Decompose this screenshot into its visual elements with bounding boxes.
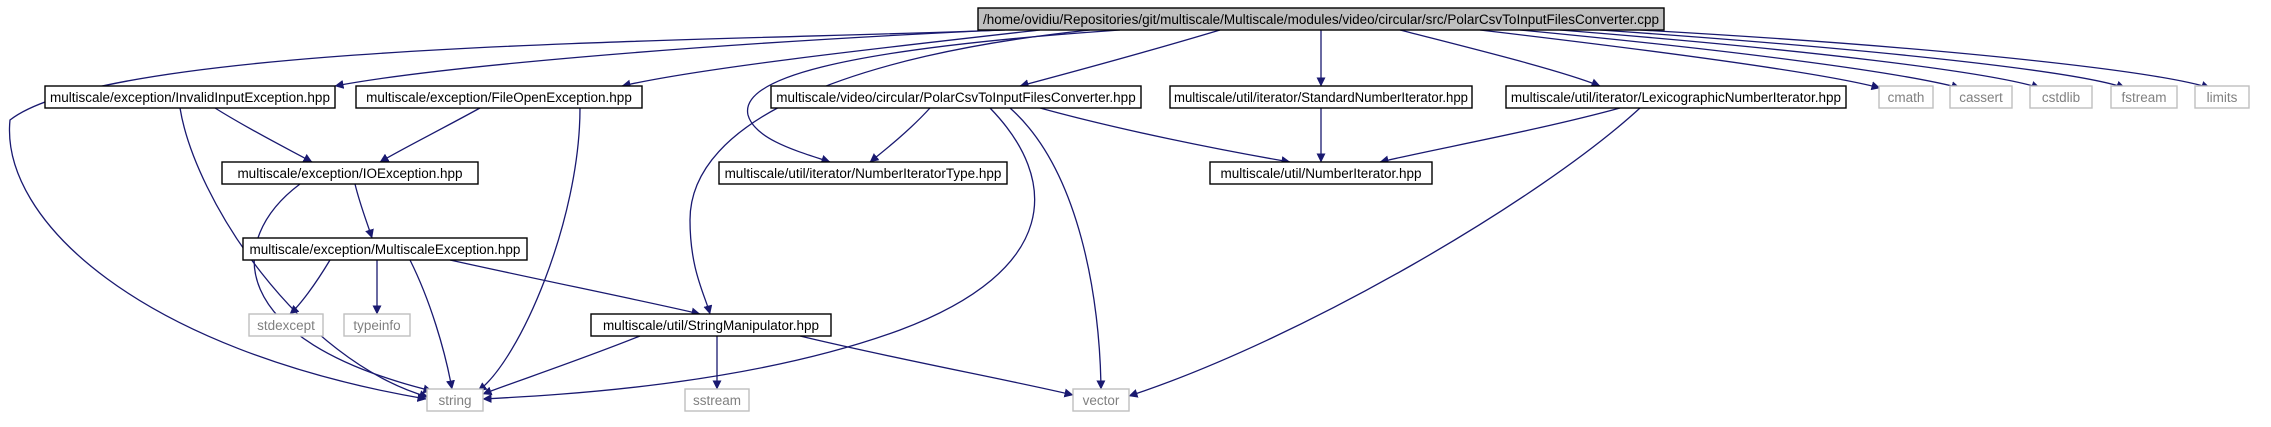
node-fileopen-label: multiscale/exception/FileOpenException.h… — [366, 90, 632, 105]
node-msexc-label: multiscale/exception/MultiscaleException… — [250, 242, 521, 257]
node-invalid-label: multiscale/exception/InvalidInputExcepti… — [50, 90, 330, 105]
edge-polarhpp-to-numiter — [1039, 107, 1291, 165]
node-fileopen[interactable]: multiscale/exception/FileOpenException.h… — [355, 85, 643, 109]
node-vector-box — [1072, 388, 1130, 412]
edge-root-to-numitertype — [746, 29, 1121, 164]
node-stdexcept-label: stdexcept — [257, 318, 315, 333]
node-lexiter[interactable]: multiscale/util/iterator/LexicographicNu… — [1505, 85, 1847, 109]
edge-msexc-to-string — [409, 259, 455, 390]
node-ioexc[interactable]: multiscale/exception/IOException.hpp — [221, 161, 479, 185]
node-cstdlib: cstdlib — [2029, 85, 2093, 109]
edge-root-to-lexiter — [1399, 29, 1601, 88]
node-string-box — [426, 388, 484, 412]
edge-root-to-invalid — [334, 29, 1001, 89]
node-string: string — [426, 388, 484, 412]
node-fstream-box — [2110, 85, 2178, 109]
node-polarhpp-label: multiscale/video/circular/PolarCsvToInpu… — [776, 90, 1135, 105]
edge-invalid-to-ioexc — [214, 107, 313, 163]
node-stdexcept-box — [248, 313, 324, 337]
edge-polarhpp-to-vector — [1009, 107, 1106, 390]
node-cassert-box — [1949, 85, 2013, 109]
node-cassert: cassert — [1949, 85, 2013, 109]
edge-root-to-limits — [1639, 29, 2211, 90]
node-fstream-label: fstream — [2121, 90, 2166, 105]
node-typeinfo: typeinfo — [343, 313, 411, 337]
node-invalid[interactable]: multiscale/exception/InvalidInputExcepti… — [44, 85, 336, 109]
node-cassert-label: cassert — [1959, 90, 2003, 105]
node-cmath-box — [1878, 85, 1934, 109]
node-msexc[interactable]: multiscale/exception/MultiscaleException… — [242, 237, 528, 261]
edge-fileopen-to-ioexc — [379, 107, 481, 163]
node-root-label: /home/ovidiu/Repositories/git/multiscale… — [983, 12, 1659, 27]
node-limits-label: limits — [2207, 90, 2238, 105]
edge-lexiter-to-vector — [1128, 107, 1641, 398]
node-cstdlib-label: cstdlib — [2042, 90, 2080, 105]
edge-root-to-strmanip — [689, 29, 1091, 315]
edge-root-to-string — [8, 29, 1006, 402]
node-stditer-box — [1169, 85, 1473, 109]
node-strmanip-label: multiscale/util/StringManipulator.hpp — [603, 318, 819, 333]
edge-polarhpp-to-numitertype — [869, 107, 931, 163]
edge-polarhpp-to-string — [482, 107, 1036, 404]
node-string-label: string — [438, 393, 471, 408]
node-typeinfo-box — [343, 313, 411, 337]
node-msexc-box — [242, 237, 528, 261]
node-cstdlib-box — [2029, 85, 2093, 109]
node-fileopen-box — [355, 85, 643, 109]
nodes-layer: /home/ovidiu/Repositories/git/multiscale… — [44, 7, 2250, 412]
node-strmanip-box — [590, 313, 832, 337]
node-strmanip[interactable]: multiscale/util/StringManipulator.hpp — [590, 313, 832, 337]
node-numitertype[interactable]: multiscale/util/iterator/NumberIteratorT… — [718, 161, 1008, 185]
edge-root-to-cassert — [1519, 29, 1961, 91]
node-lexiter-label: multiscale/util/iterator/LexicographicNu… — [1511, 90, 1841, 105]
node-sstream-box — [684, 388, 750, 412]
edge-root-to-cmath — [1479, 29, 1881, 91]
node-limits-box — [2194, 85, 2250, 109]
node-stdexcept: stdexcept — [248, 313, 324, 337]
node-numitertype-box — [718, 161, 1008, 185]
node-sstream: sstream — [684, 388, 750, 412]
node-numiter-label: multiscale/util/NumberIterator.hpp — [1220, 166, 1421, 181]
node-cmath: cmath — [1878, 85, 1934, 109]
node-stditer-label: multiscale/util/iterator/StandardNumberI… — [1174, 90, 1468, 105]
node-lexiter-box — [1505, 85, 1847, 109]
node-numiter-box — [1209, 161, 1433, 185]
node-root-box — [977, 7, 1665, 31]
edge-msexc-to-stdexcept — [289, 259, 331, 315]
edge-ioexc-to-msexc — [354, 183, 374, 239]
node-ioexc-box — [221, 161, 479, 185]
edge-root-to-cstdlib — [1559, 29, 2041, 90]
edges-layer — [8, 29, 2211, 404]
node-fstream: fstream — [2110, 85, 2178, 109]
edge-strmanip-to-vector — [799, 335, 1074, 398]
edge-root-to-fileopen — [621, 29, 1041, 89]
node-root[interactable]: /home/ovidiu/Repositories/git/multiscale… — [977, 7, 1665, 31]
node-polarhpp[interactable]: multiscale/video/circular/PolarCsvToInpu… — [770, 85, 1142, 109]
node-vector: vector — [1072, 388, 1130, 412]
node-invalid-box — [44, 85, 336, 109]
edge-msexc-to-strmanip — [449, 259, 701, 317]
node-numiter[interactable]: multiscale/util/NumberIterator.hpp — [1209, 161, 1433, 185]
node-numitertype-label: multiscale/util/iterator/NumberIteratorT… — [725, 166, 1002, 181]
edge-strmanip-to-string — [482, 335, 641, 396]
edge-root-to-polarhpp — [1019, 29, 1221, 89]
node-sstream-label: sstream — [693, 393, 741, 408]
edge-root-to-fstream — [1599, 29, 2126, 90]
edge-lexiter-to-numiter — [1379, 107, 1621, 165]
node-limits: limits — [2194, 85, 2250, 109]
node-cmath-label: cmath — [1888, 90, 1925, 105]
node-polarhpp-box — [770, 85, 1142, 109]
node-ioexc-label: multiscale/exception/IOException.hpp — [237, 166, 462, 181]
node-typeinfo-label: typeinfo — [353, 318, 400, 333]
edge-invalid-to-string — [179, 107, 429, 399]
node-vector-label: vector — [1083, 393, 1120, 408]
node-stditer[interactable]: multiscale/util/iterator/StandardNumberI… — [1169, 85, 1473, 109]
edge-ioexc-to-string — [253, 183, 433, 394]
